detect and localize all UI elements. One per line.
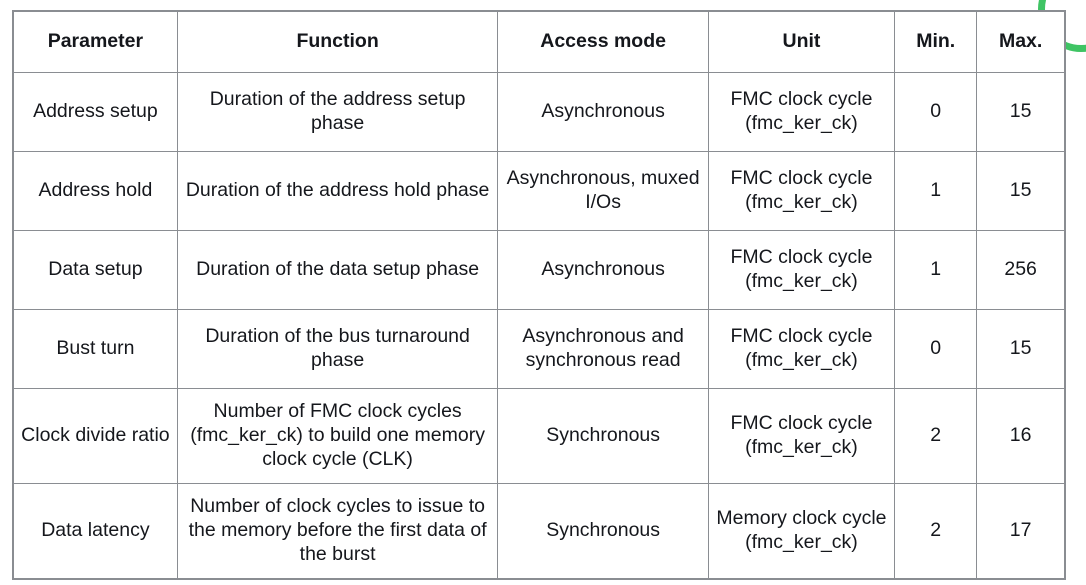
cell-access-mode: Synchronous xyxy=(497,388,709,484)
table-body: Address setup Duration of the address se… xyxy=(12,72,1066,579)
spec-table-container: Parameter Function Access mode Unit Min.… xyxy=(12,10,1066,580)
cell-function: Number of FMC clock cycles (fmc_ker_ck) … xyxy=(176,388,499,484)
cell-function: Duration of the address hold phase xyxy=(176,151,499,231)
table-row: Bust turn Duration of the bus turnaround… xyxy=(12,309,1066,389)
cell-unit: FMC clock cycle (fmc_ker_ck) xyxy=(707,72,896,152)
cell-parameter: Address setup xyxy=(12,72,178,152)
cell-max: 256 xyxy=(976,230,1066,310)
cell-min: 1 xyxy=(894,230,978,310)
table-row: Address hold Duration of the address hol… xyxy=(12,151,1066,231)
cell-access-mode: Asynchronous and synchronous read xyxy=(497,309,709,389)
cell-parameter: Data setup xyxy=(12,230,178,310)
cell-parameter: Bust turn xyxy=(12,309,178,389)
cell-min: 0 xyxy=(894,309,978,389)
cell-max: 15 xyxy=(976,151,1066,231)
cell-unit: FMC clock cycle (fmc_ker_ck) xyxy=(707,309,896,389)
cell-parameter: Address hold xyxy=(12,151,178,231)
cell-access-mode: Synchronous xyxy=(497,483,709,579)
cell-access-mode: Asynchronous xyxy=(497,230,709,310)
cell-min: 2 xyxy=(894,483,978,579)
cell-max: 17 xyxy=(976,483,1066,579)
cell-max: 15 xyxy=(976,72,1066,152)
cell-unit: FMC clock cycle (fmc_ker_ck) xyxy=(707,230,896,310)
table-row: Data latency Number of clock cycles to i… xyxy=(12,483,1066,579)
column-header-parameter: Parameter xyxy=(12,10,178,73)
column-header-max: Max. xyxy=(976,10,1066,73)
cell-function: Duration of the address setup phase xyxy=(176,72,499,152)
cell-min: 0 xyxy=(894,72,978,152)
cell-min: 1 xyxy=(894,151,978,231)
cell-max: 16 xyxy=(976,388,1066,484)
table-row: Address setup Duration of the address se… xyxy=(12,72,1066,152)
cell-function: Duration of the data setup phase xyxy=(176,230,499,310)
cell-function: Duration of the bus turnaround phase xyxy=(176,309,499,389)
column-header-access-mode: Access mode xyxy=(497,10,709,73)
table-header: Parameter Function Access mode Unit Min.… xyxy=(12,10,1066,73)
column-header-function: Function xyxy=(176,10,499,73)
cell-function: Number of clock cycles to issue to the m… xyxy=(176,483,499,579)
table-header-row: Parameter Function Access mode Unit Min.… xyxy=(12,10,1066,73)
cell-access-mode: Asynchronous, muxed I/Os xyxy=(497,151,709,231)
cell-parameter: Data latency xyxy=(12,483,178,579)
cell-unit: FMC clock cycle (fmc_ker_ck) xyxy=(707,151,896,231)
cell-min: 2 xyxy=(894,388,978,484)
cell-unit: Memory clock cycle (fmc_ker_ck) xyxy=(707,483,896,579)
fmc-timing-parameters-table: Parameter Function Access mode Unit Min.… xyxy=(12,10,1066,580)
column-header-min: Min. xyxy=(894,10,978,73)
table-row: Clock divide ratio Number of FMC clock c… xyxy=(12,388,1066,484)
cell-parameter: Clock divide ratio xyxy=(12,388,178,484)
cell-access-mode: Asynchronous xyxy=(497,72,709,152)
cell-unit: FMC clock cycle (fmc_ker_ck) xyxy=(707,388,896,484)
column-header-unit: Unit xyxy=(707,10,896,73)
table-row: Data setup Duration of the data setup ph… xyxy=(12,230,1066,310)
cell-max: 15 xyxy=(976,309,1066,389)
